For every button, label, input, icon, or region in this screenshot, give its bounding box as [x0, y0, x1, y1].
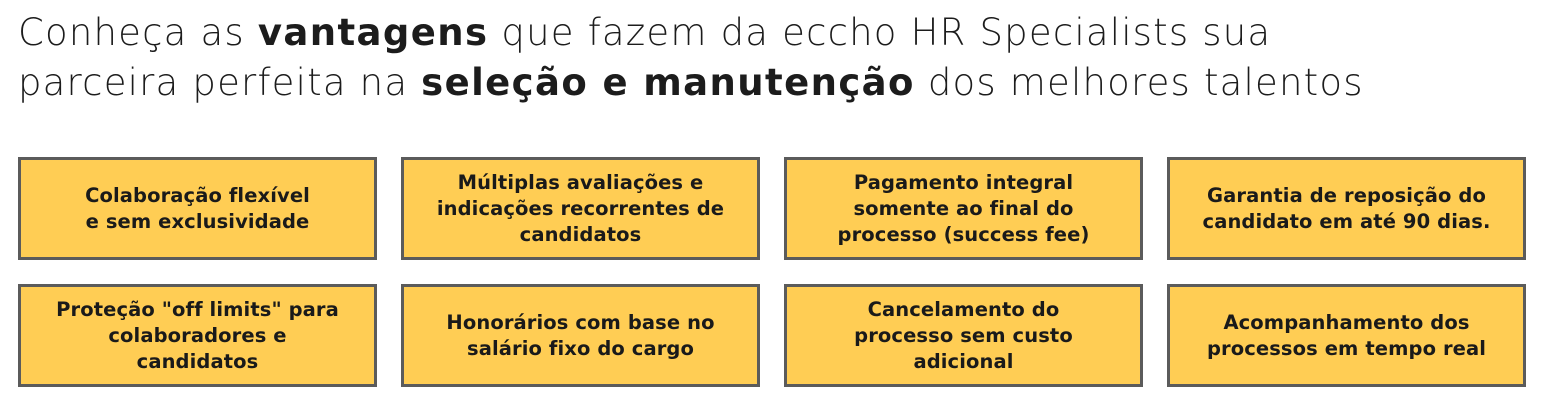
advantage-card-text: Garantia de reposição do candidato em at… — [1203, 183, 1491, 235]
headline-line-1-text-a: Conheça as — [18, 11, 258, 54]
headline-line-2-text-b: dos melhores talentos — [914, 61, 1364, 104]
advantage-card-line: Honorários com base no — [446, 310, 715, 334]
advantage-card-text: Múltiplas avaliações e indicações recorr… — [437, 170, 724, 248]
advantage-card-line: Garantia de reposição do — [1207, 183, 1486, 207]
page-headline: Conheça as vantagens que fazem da eccho … — [18, 8, 1528, 108]
advantage-card-line: candidatos — [136, 349, 259, 373]
advantage-card-line: Cancelamento do — [867, 297, 1060, 321]
advantage-card-text: Cancelamento do processo sem custo adici… — [854, 297, 1073, 375]
advantage-card-flexible-collaboration: Colaboração flexível e sem exclusividade — [18, 157, 377, 260]
headline-line-1: Conheça as vantagens que fazem da eccho … — [18, 8, 1528, 58]
advantage-card-line: adicional — [913, 349, 1014, 373]
advantage-card-line: somente ao final do — [853, 196, 1074, 220]
advantage-card-text: Pagamento integral somente ao final do p… — [838, 170, 1090, 248]
advantage-card-text: Proteção "off limits" para colaboradores… — [56, 297, 339, 375]
advantage-card-line: Colaboração flexível — [85, 183, 310, 207]
advantage-card-real-time-tracking: Acompanhamento dos processos em tempo re… — [1167, 284, 1526, 387]
advantage-card-multiple-evaluations: Múltiplas avaliações e indicações recorr… — [401, 157, 760, 260]
advantage-card-replacement-guarantee: Garantia de reposição do candidato em at… — [1167, 157, 1526, 260]
advantage-card-line: Pagamento integral — [853, 170, 1074, 194]
advantage-card-line: processo sem custo — [854, 323, 1073, 347]
advantages-grid: Colaboração flexível e sem exclusividade… — [18, 157, 1528, 387]
advantage-card-line: indicações recorrentes de — [436, 196, 725, 220]
advantage-card-success-fee: Pagamento integral somente ao final do p… — [784, 157, 1143, 260]
advantage-card-line: colaboradores e — [108, 323, 287, 347]
advantage-card-line: Acompanhamento dos — [1223, 310, 1470, 334]
advantage-card-text: Acompanhamento dos processos em tempo re… — [1207, 310, 1486, 362]
advantage-card-line: processos em tempo real — [1206, 336, 1487, 360]
advantage-card-text: Colaboração flexível e sem exclusividade — [85, 183, 310, 235]
advantage-card-line: candidatos — [519, 222, 642, 246]
advantage-card-off-limits: Proteção "off limits" para colaboradores… — [18, 284, 377, 387]
advantage-card-line: candidato em até 90 dias. — [1202, 209, 1491, 233]
advantage-card-text: Honorários com base no salário fixo do c… — [446, 310, 714, 362]
advantage-card-line: Proteção "off limits" para — [56, 297, 339, 321]
headline-line-1-text-b: que fazem da eccho HR Specialists sua — [488, 11, 1272, 54]
advantage-card-free-cancellation: Cancelamento do processo sem custo adici… — [784, 284, 1143, 387]
headline-line-2: parceira perfeita na seleção e manutençã… — [18, 58, 1528, 108]
advantage-card-line: e sem exclusividade — [85, 209, 310, 233]
advantage-card-line: processo (success fee) — [837, 222, 1090, 246]
advantage-card-fees-based-on-salary: Honorários com base no salário fixo do c… — [401, 284, 760, 387]
headline-line-2-bold: seleção e manutenção — [421, 61, 915, 104]
headline-line-1-bold: vantagens — [257, 11, 489, 54]
advantage-card-line: Múltiplas avaliações e — [457, 170, 704, 194]
headline-line-2-text-a: parceira perfeita na — [18, 61, 422, 104]
advantage-card-line: salário fixo do cargo — [467, 336, 694, 360]
